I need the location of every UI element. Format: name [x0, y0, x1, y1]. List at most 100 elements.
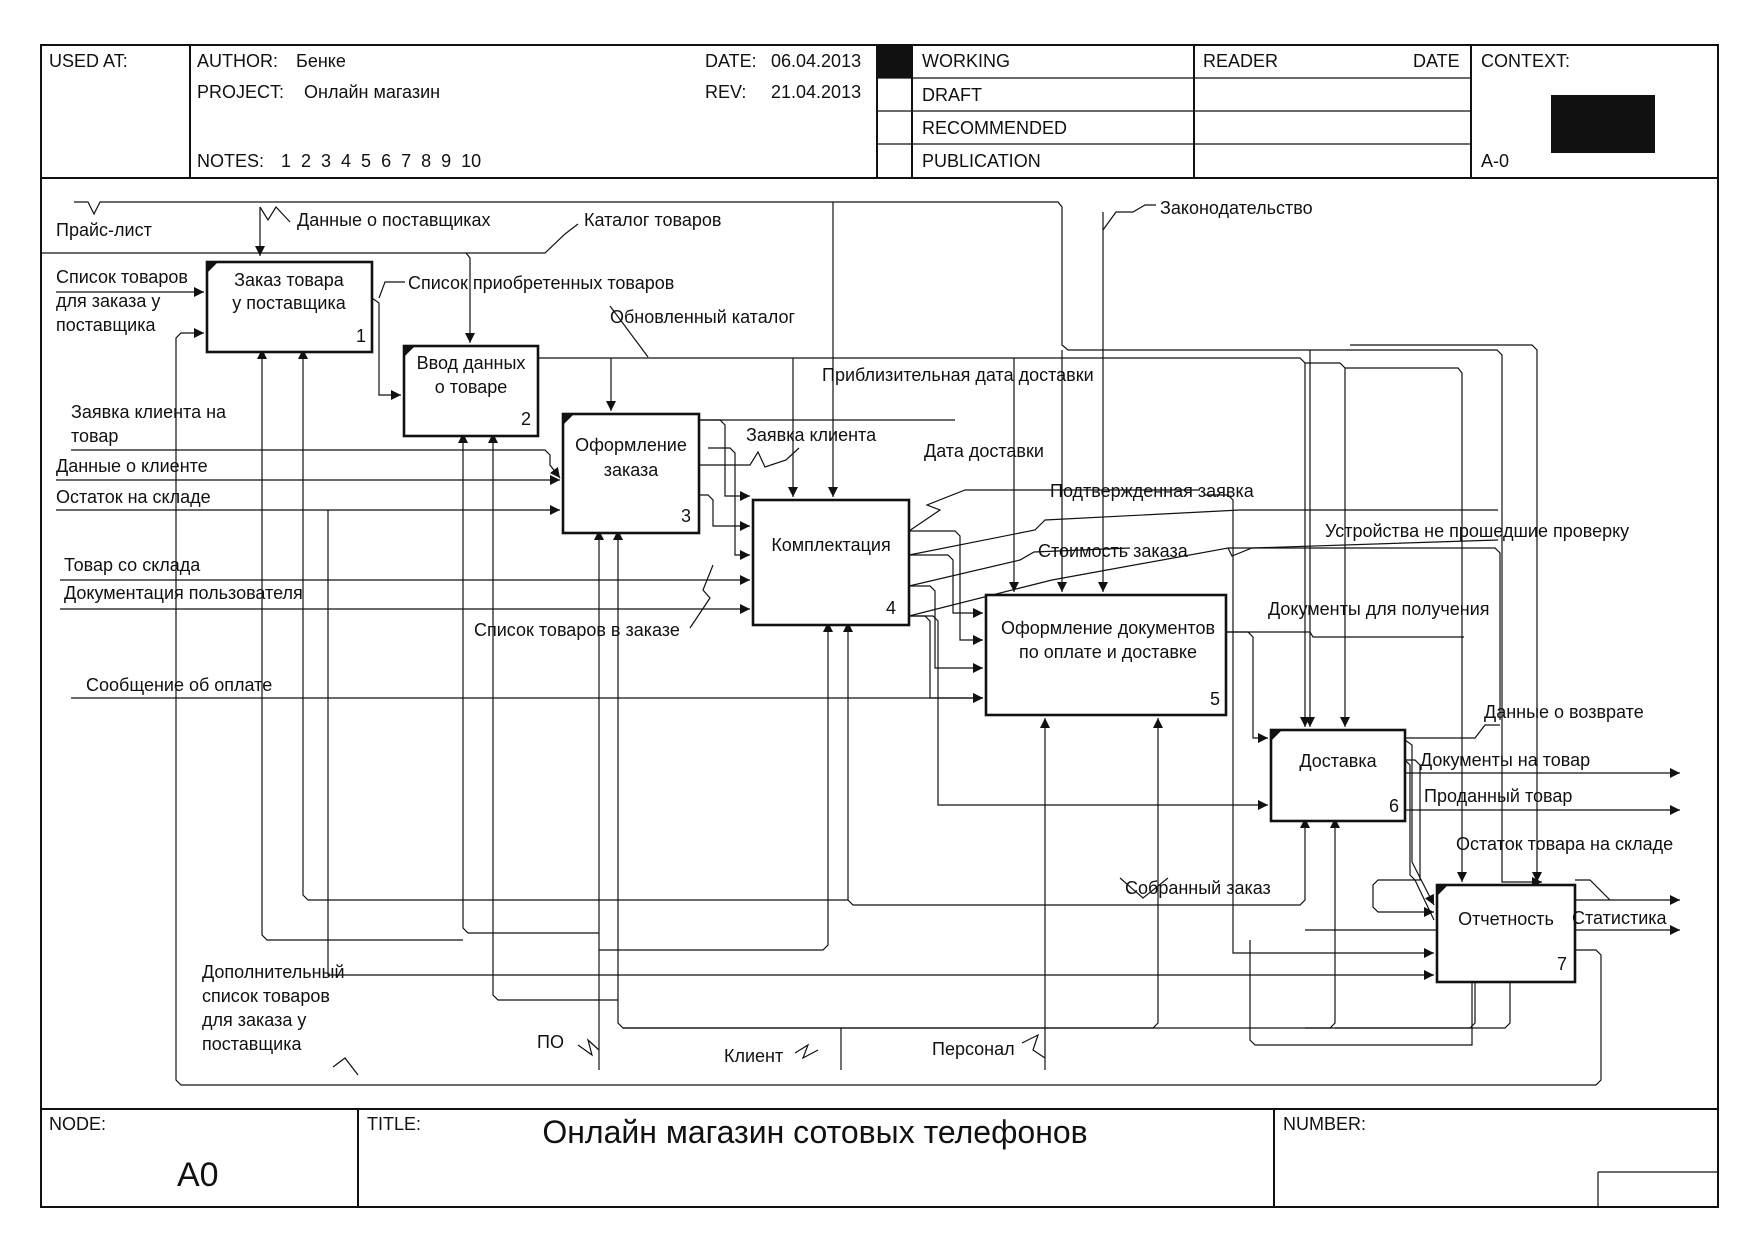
arrow-3-4-stock — [708, 447, 750, 560]
mechanism-client-2 — [488, 433, 618, 1001]
label-failed-devices: Устройства не прошедшие проверку — [1325, 521, 1629, 541]
label-updated-catalog: Обновленный каталог — [610, 307, 795, 327]
status-publication: PUBLICATION — [922, 151, 1041, 171]
label-order-cost: Стоимость заказа — [1038, 541, 1189, 561]
mechanism-software-tag — [577, 1038, 600, 1057]
activity-1-number: 1 — [356, 326, 366, 346]
author-label: AUTHOR: — [197, 51, 278, 71]
label-statistics: Статистика — [1572, 908, 1668, 928]
arrow-5-6 — [1226, 631, 1268, 743]
arrow-extra-list-tag — [332, 1057, 359, 1076]
activity-box-7[interactable]: Отчетность 7 — [1435, 883, 1577, 984]
activity-box-2[interactable]: Ввод данных о товаре 2 — [402, 344, 540, 438]
rev-value: 21.04.2013 — [771, 82, 861, 102]
context-thumbnail — [1551, 95, 1655, 153]
label-assembled: Собранный заказ — [1125, 878, 1271, 898]
label-stock-goods: Товар со склада — [64, 555, 201, 575]
arrow-confirmed — [908, 509, 1498, 556]
label-client: Клиент — [724, 1046, 783, 1066]
rev-label: REV: — [705, 82, 746, 102]
activity-box-6[interactable]: Доставка 6 — [1269, 728, 1407, 823]
context-label: CONTEXT: — [1481, 51, 1570, 71]
activity-2-number: 2 — [521, 409, 531, 429]
activity-box-4[interactable]: Комплектация 4 — [751, 498, 911, 627]
mechanism-staff-1 — [298, 349, 848, 901]
used-at-label: USED AT: — [49, 51, 128, 71]
arrow-updated-catalog — [538, 357, 1310, 727]
date-label: DATE: — [705, 51, 757, 71]
mechanism-client-5 — [623, 718, 1163, 1029]
arrow-receive-docs — [1226, 631, 1464, 638]
mechanism-software-1 — [257, 349, 463, 941]
label-price-list: Прайс-лист — [56, 220, 152, 240]
label-extra-list-3: для заказа у — [202, 1010, 306, 1030]
label-supplier-data: Данные о поставщиках — [297, 210, 491, 230]
node-label: NODE: — [49, 1114, 106, 1134]
activity-box-1[interactable]: Заказ товара у поставщика 1 — [205, 260, 374, 354]
activity-3-line-2: заказа — [604, 460, 660, 480]
arrow-stock-report-tag — [1575, 879, 1611, 901]
mechanism-software-2 — [458, 433, 599, 934]
mechanism-staff-tag — [1021, 1033, 1046, 1059]
arrow-4-6 — [909, 615, 1268, 810]
activity-5-line-1: Оформление документов — [1001, 618, 1215, 638]
title-label: TITLE: — [367, 1114, 421, 1134]
activity-4-line-1: Комплектация — [771, 535, 890, 555]
arrow-purchased-1-2 — [371, 297, 401, 400]
activity-box-5[interactable]: Оформление документов по оплате и достав… — [984, 593, 1228, 717]
project-label: PROJECT: — [197, 82, 284, 102]
activity-2-line-2: о товаре — [435, 377, 507, 397]
label-return-data: Данные о возврате — [1484, 702, 1644, 722]
activity-7-number: 7 — [1557, 954, 1567, 974]
label-staff: Персонал — [932, 1039, 1015, 1059]
mechanism-staff-4 — [843, 622, 1045, 906]
activity-6-number: 6 — [1389, 796, 1399, 816]
reader-label: READER — [1203, 51, 1278, 71]
arrow-legislation-tag — [1102, 204, 1156, 231]
diagram-frame — [40, 44, 1719, 1208]
arrow-client-request-in — [71, 449, 561, 479]
activity-box-3[interactable]: Оформление заказа 3 — [561, 412, 701, 535]
label-receive-docs: Документы для получения — [1268, 599, 1490, 619]
label-delivery-date: Дата доставки — [924, 441, 1044, 461]
activity-5-line-2: по оплате и доставке — [1019, 642, 1197, 662]
label-client-request: Заявка клиента — [746, 425, 877, 445]
label-user-docs: Документация пользователя — [64, 583, 303, 603]
arrow-stock-to-7 — [327, 510, 1434, 980]
project-value: Онлайн магазин — [304, 82, 440, 102]
status-draft: DRAFT — [922, 85, 982, 105]
arrow-failed-line — [1228, 547, 1501, 720]
label-order-list-1: Список товаров — [56, 267, 188, 287]
label-client-data: Данные о клиенте — [56, 456, 208, 476]
arrow-6-7 — [1404, 739, 1435, 906]
label-order-list-2: для заказа у — [56, 291, 160, 311]
arrow-client-request-tag — [699, 447, 800, 468]
arrow-6-7-a — [1372, 759, 1434, 917]
label-goods-docs: Документы на товар — [1420, 750, 1590, 770]
arrow-return-data — [1405, 724, 1500, 739]
arrow-delivery-date — [908, 489, 1200, 532]
activity-7-line-1: Отчетность — [1458, 909, 1554, 929]
activity-5-number: 5 — [1210, 689, 1220, 709]
notes-value: 1 2 3 4 5 6 7 8 9 10 — [281, 151, 481, 171]
label-client-request-in-1: Заявка клиента на — [71, 402, 227, 422]
label-extra-list-4: поставщика — [202, 1034, 303, 1054]
status-recommended: RECOMMENDED — [922, 118, 1067, 138]
arrow-purchased-tag — [378, 281, 405, 299]
activity-3-number: 3 — [681, 506, 691, 526]
activity-4-number: 4 — [886, 598, 896, 618]
activity-6-line-1: Доставка — [1299, 751, 1377, 771]
label-stock-report: Остаток товара на складе — [1456, 834, 1673, 854]
mechanism-staff-7 — [1305, 970, 1515, 1029]
author-value: Бенке — [296, 51, 346, 71]
arrow-4-5-d — [909, 615, 983, 703]
label-sold-goods: Проданный товар — [1424, 786, 1572, 806]
activity-1-line-2: у поставщика — [232, 293, 347, 313]
arrow-4-5-a — [909, 530, 983, 645]
header-block: USED AT: AUTHOR: Бенке PROJECT: Онлайн м… — [49, 45, 1655, 178]
arrow-catalog-to-7 — [1345, 367, 1467, 882]
mechanism-client-6 — [841, 818, 1340, 1029]
arrow-3-4-request — [699, 419, 750, 501]
notes-label: NOTES: — [197, 151, 264, 171]
